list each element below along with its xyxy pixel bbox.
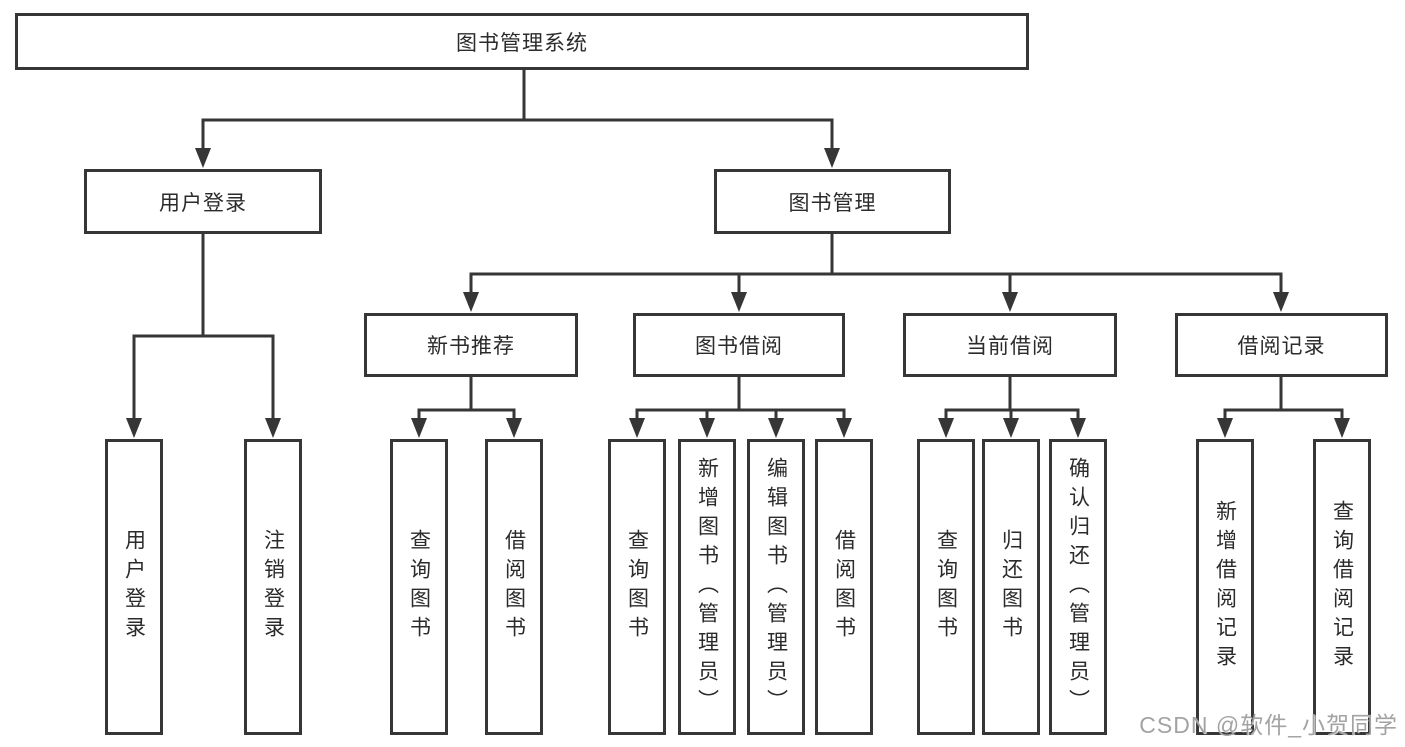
leaf-borrow-books-recommend: 借阅图书 [485,439,543,735]
node-label: 用户登录 [122,529,146,645]
node-label: 新增图书（管理员） [695,456,719,718]
node-label: 编辑图书（管理员） [764,456,788,718]
node-label: 查询图书 [625,529,649,645]
connector-root-to-level2 [201,70,834,150]
node-label: 图书借阅 [695,335,783,358]
node-label: 新书推荐 [427,335,515,358]
node-label: 新增借阅记录 [1213,500,1237,674]
connector-book-management-children [469,234,1283,294]
leaf-query-borrow-record: 查询借阅记录 [1313,439,1371,735]
node-label: 归还图书 [999,529,1023,645]
node-label: 查询借阅记录 [1330,500,1354,674]
leaf-edit-book-admin: 编辑图书（管理员） [747,439,805,735]
node-borrowing-records: 借阅记录 [1175,313,1388,377]
node-label: 注销登录 [261,529,285,645]
node-label: 图书管理 [788,191,877,215]
leaf-add-book-admin: 新增图书（管理员） [678,439,736,735]
node-label: 借阅记录 [1237,335,1326,358]
arrowheads-book-borrow-children [629,418,852,438]
node-label: 用户登录 [159,191,247,215]
connector-current-borrow-children [944,377,1080,420]
leaf-query-books-recommend: 查询图书 [390,439,448,735]
arrowheads-level2 [195,148,840,168]
node-label: 确认归还（管理员） [1066,456,1090,718]
node-label: 查询图书 [407,529,431,645]
leaf-borrow-books-borrow: 借阅图书 [815,439,873,735]
node-library-management-system: 图书管理系统 [15,13,1029,70]
arrowheads-new-book-children [411,418,522,438]
leaf-return-books: 归还图书 [982,439,1040,735]
node-book-management: 图书管理 [714,169,951,234]
leaf-user-login: 用户登录 [105,439,163,735]
arrowheads-current-borrow-children [938,418,1086,438]
node-user-login: 用户登录 [84,169,322,234]
watermark-text: CSDN @软件_小贺同学 [1139,712,1398,738]
leaf-query-books-current: 查询图书 [917,439,975,735]
connector-user-login-children [132,234,275,420]
node-current-borrowing: 当前借阅 [903,313,1117,377]
node-label: 当前借阅 [966,335,1054,358]
node-label: 图书管理系统 [456,31,588,55]
leaf-logout: 注销登录 [244,439,302,735]
connector-book-borrow-children [635,377,846,420]
arrowheads-user-login-children [126,418,281,438]
node-label: 查询图书 [934,529,958,645]
leaf-confirm-return-admin: 确认归还（管理员） [1049,439,1107,735]
leaf-query-books-borrow: 查询图书 [608,439,666,735]
node-book-borrowing: 图书借阅 [633,313,845,377]
node-label: 借阅图书 [502,529,526,645]
arrowheads-borrow-records-children [1217,418,1350,438]
node-new-book-recommendation: 新书推荐 [364,313,578,377]
connector-new-book-children [417,377,516,420]
connector-borrow-records-children [1223,377,1344,420]
node-label: 借阅图书 [832,529,856,645]
arrowheads-book-management-children [463,292,1289,312]
leaf-add-borrow-record: 新增借阅记录 [1196,439,1254,735]
